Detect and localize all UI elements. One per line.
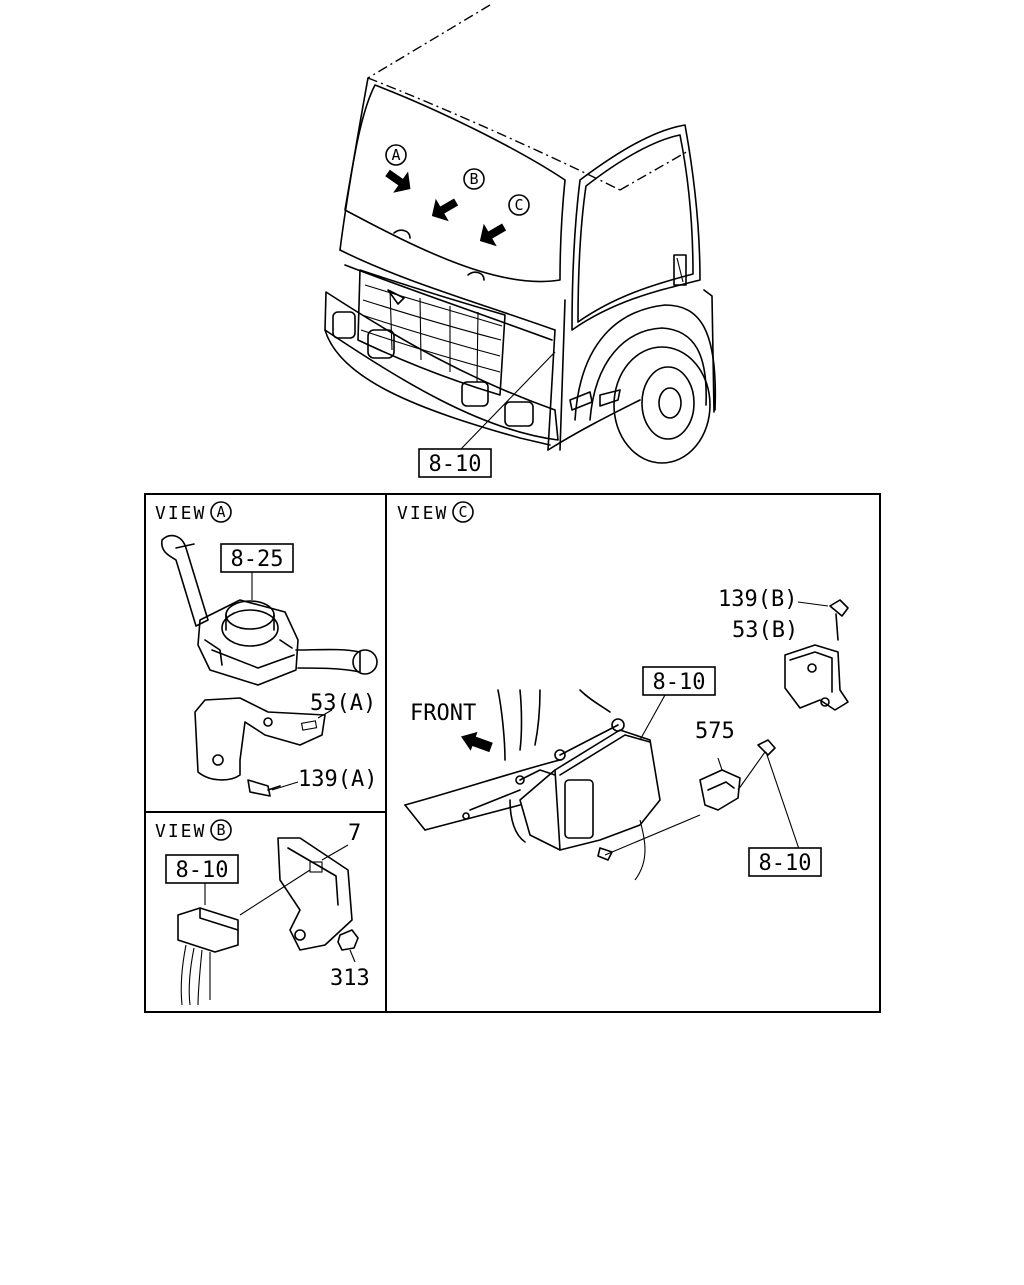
view-b-marker: B <box>216 821 225 839</box>
view-a-title: VIEW <box>155 503 206 524</box>
label-139a: 139(A) <box>298 767 377 792</box>
front-label: FRONT <box>410 701 476 726</box>
view-c-panel: VIEW C FRONT 8-10 <box>397 501 849 881</box>
ref-c-lower-8-10: 8-10 <box>759 851 812 876</box>
label-7: 7 <box>348 821 361 846</box>
view-c-marker: C <box>458 503 467 521</box>
view-b-panel: VIEW B 8-10 7 313 <box>155 819 370 1006</box>
label-53b: 53(B) <box>732 618 798 643</box>
label-575: 575 <box>695 719 735 744</box>
view-marker-b: B <box>469 170 478 188</box>
view-marker-c: C <box>514 196 523 214</box>
callout-box-overview <box>418 448 492 478</box>
ref-box-8-25 <box>220 543 294 573</box>
view-a-panel: VIEW A 8-25 53(A) 139(A) <box>155 501 378 797</box>
view-b-title: VIEW <box>155 821 206 842</box>
callout-overview-8-10: 8-10 <box>429 452 482 477</box>
ref-c-unit-8-10: 8-10 <box>653 670 706 695</box>
ref-box-c-lower <box>748 847 822 877</box>
detail-frames <box>144 493 881 1013</box>
label-139b: 139(B) <box>718 587 797 612</box>
view-marker-a: A <box>391 146 400 164</box>
ref-8-25: 8-25 <box>231 547 284 572</box>
ref-box-c-unit <box>642 666 716 696</box>
view-a-marker: A <box>216 503 225 521</box>
ref-b-8-10: 8-10 <box>176 858 229 883</box>
label-53a: 53(A) <box>310 691 376 716</box>
view-c-title: VIEW <box>397 503 448 524</box>
truck-cab-illustration: A B C <box>324 4 717 464</box>
front-arrow-icon <box>460 731 493 753</box>
ref-box-b-8-10 <box>165 854 239 884</box>
label-313: 313 <box>330 966 370 991</box>
